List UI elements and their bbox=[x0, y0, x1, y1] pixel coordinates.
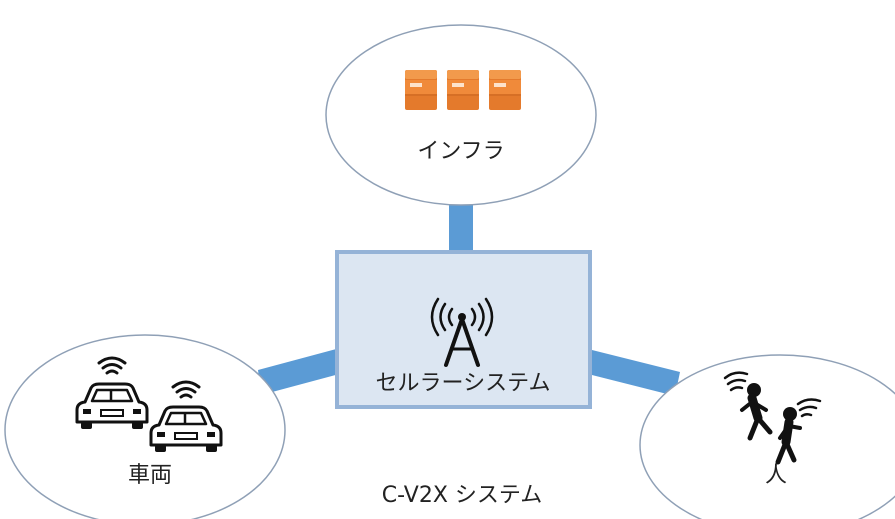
cell-tower-icon bbox=[430, 297, 494, 367]
people-label: 人 bbox=[765, 463, 787, 488]
infra-label: インフラ bbox=[417, 139, 504, 164]
cellular-label: セルラーシステム bbox=[376, 371, 551, 396]
vehicles-node bbox=[4, 334, 286, 519]
vehicles-label: 車両 bbox=[128, 463, 172, 488]
pedestrian-icon bbox=[723, 371, 822, 465]
diagram-caption: C-V2X システム bbox=[382, 483, 542, 508]
cellular-node bbox=[335, 250, 592, 409]
people-node bbox=[639, 354, 895, 519]
connector-vehicles bbox=[258, 348, 343, 395]
infra-node bbox=[325, 24, 597, 206]
server-icon bbox=[404, 69, 522, 111]
connector-people bbox=[588, 350, 680, 396]
